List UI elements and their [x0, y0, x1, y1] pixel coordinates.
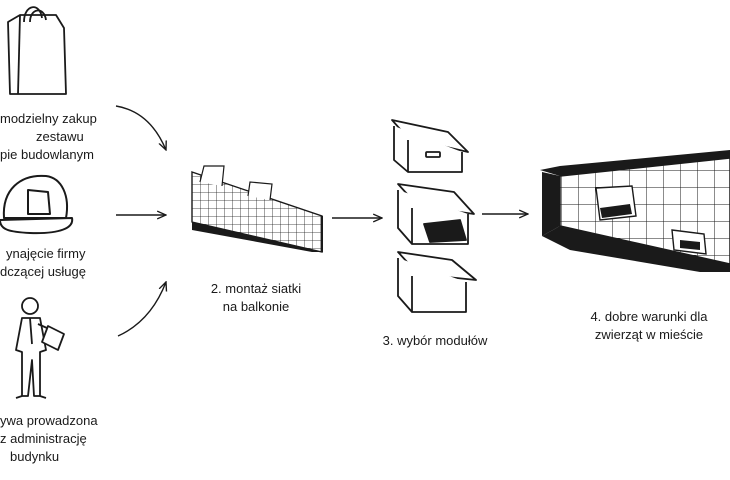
nest-module-icon [391, 119, 469, 173]
step1-option-building-admin-label: ywa prowadzona z administrację budynku [0, 413, 98, 464]
shopping-bag-icon [7, 6, 67, 95]
step1-option-self-purchase-label: modzielny zakup zestawu pie budowlanym [0, 111, 97, 162]
balcony-net-icon [191, 165, 323, 253]
hard-hat-icon [0, 174, 74, 235]
building-facade-icon [540, 150, 730, 272]
step3-label: 3. wybór modułów [382, 333, 488, 348]
step1-option-hire-company-label: ynajęcie firmy dczącej usługę [0, 246, 86, 279]
step2-label: 2. montaż siatki na balkonie [210, 281, 302, 314]
worker-with-clipboard-icon [15, 297, 65, 399]
nest-module-icon [397, 183, 475, 245]
step4-label: 4. dobre warunki dla zwierząt w mieście [590, 309, 708, 342]
nest-module-icon [397, 251, 477, 313]
